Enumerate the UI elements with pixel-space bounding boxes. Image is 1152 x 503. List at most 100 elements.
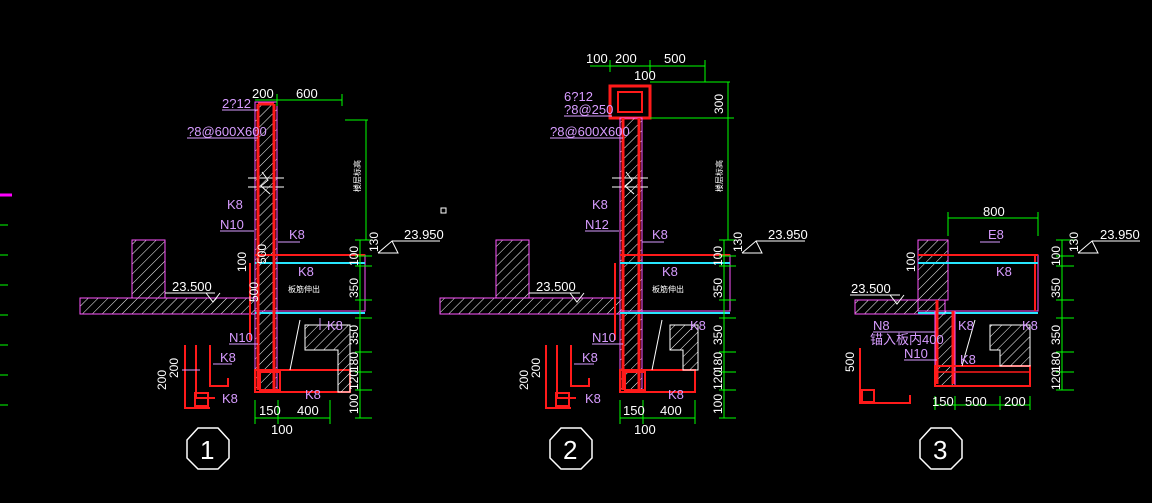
- detail-2: 100 200 500 100 300 楼层标高 130 100 350 350…: [439, 51, 808, 470]
- parapet-block: [917, 239, 949, 301]
- ground-strip: [439, 297, 621, 315]
- dim-bot-100: 100: [634, 422, 656, 437]
- dim-100a: 100: [347, 246, 361, 266]
- label-n10-b: N10: [229, 330, 253, 345]
- label-bar-stirrup: ?8@600X600: [187, 124, 267, 139]
- dim-bot-100: 100: [271, 422, 293, 437]
- hook-detail: K8 K8 200 200: [517, 345, 601, 409]
- label-k8-c: K8: [1022, 318, 1038, 333]
- dim-bot-400: 400: [297, 403, 319, 418]
- label-n8: N8: [873, 318, 890, 333]
- label-k8-a: K8: [227, 197, 243, 212]
- ground-strip: [854, 299, 946, 315]
- left-edge-ticks: [0, 193, 12, 406]
- dim-left-500a: 500: [255, 244, 269, 264]
- label-k8-hook: K8: [582, 350, 598, 365]
- label-bar-tie: ?8@250: [564, 102, 613, 117]
- detail-number: 2: [563, 435, 577, 465]
- note-column-height: 楼层标高: [352, 160, 362, 192]
- dim-hook-200a: 200: [517, 370, 531, 390]
- dim-500: 500: [664, 51, 686, 66]
- dim-100: 100: [586, 51, 608, 66]
- detail-number-badge: [919, 427, 963, 470]
- dim-130: 130: [731, 232, 745, 252]
- dim-100a: 100: [711, 246, 725, 266]
- dim-600: 600: [296, 86, 318, 101]
- dim-200: 200: [252, 86, 274, 101]
- dim-100b: 100: [347, 394, 361, 414]
- detail-number: 3: [933, 435, 947, 465]
- elevation-top: 23.950: [768, 227, 808, 242]
- dim-100-b: 100: [634, 68, 656, 83]
- dim-180: 180: [347, 352, 361, 372]
- detail-3: 800 130 100 350 350 180 120 100 23.950 2…: [843, 204, 1140, 470]
- dim-left-100: 100: [235, 252, 249, 272]
- elevation-low: 23.500: [851, 281, 891, 296]
- dim-100b: 100: [711, 394, 725, 414]
- dim-350a: 350: [711, 278, 725, 298]
- label-anchor-note: 锚入板内400: [870, 332, 944, 347]
- dim-100a: 100: [1049, 246, 1063, 266]
- footing-beam: [934, 365, 1031, 387]
- parapet-block: [131, 239, 166, 299]
- hook-detail: K8 K8 200 200: [155, 345, 238, 409]
- dim-180: 180: [1049, 352, 1063, 372]
- label-k8-d: K8: [690, 318, 706, 333]
- haunch: [669, 324, 699, 371]
- label-k8-a: K8: [996, 264, 1012, 279]
- haunch: [989, 324, 1031, 367]
- hook-detail: 500: [843, 348, 911, 404]
- label-bar-stirrup: ?8@600X600: [550, 124, 630, 139]
- label-k8-e: K8: [305, 387, 321, 402]
- footing-beam: [619, 369, 696, 393]
- label-n10: N10: [904, 346, 928, 361]
- dim-hook-200a: 200: [155, 370, 169, 390]
- slab-note: 板筋伸出: [652, 284, 684, 294]
- dim-bot-150: 150: [623, 403, 645, 418]
- dim-350b: 350: [1049, 325, 1063, 345]
- label-bar-main: 6?12: [564, 89, 593, 104]
- dim-120: 120: [347, 370, 361, 390]
- dim-left-500b: 500: [247, 282, 261, 302]
- dim-120: 120: [711, 370, 725, 390]
- elevation-low: 23.500: [172, 279, 212, 294]
- label-k8-d: K8: [327, 318, 343, 333]
- top-cap-box: [608, 84, 652, 120]
- svg-text:K8: K8: [960, 352, 976, 367]
- dim-350b: 350: [711, 325, 725, 345]
- parapet-block: [495, 239, 530, 299]
- dim-130: 130: [1067, 232, 1081, 252]
- svg-text:K8: K8: [585, 391, 601, 406]
- dim-350a: 350: [347, 278, 361, 298]
- label-e8: E8: [988, 227, 1004, 242]
- note-column-height: 楼层标高: [714, 160, 724, 192]
- dim-350a: 350: [1049, 278, 1063, 298]
- dim-hook-200b: 200: [167, 358, 181, 378]
- dim-120: 120: [1049, 370, 1063, 390]
- label-n10-a: N10: [220, 217, 244, 232]
- detail-number-badge: [549, 427, 593, 470]
- label-k8-c: K8: [662, 264, 678, 279]
- detail-1: 200 600 楼层标高 130 100 350 350 180 120 100…: [79, 86, 444, 470]
- dim-200: 200: [615, 51, 637, 66]
- svg-text:K8: K8: [222, 391, 238, 406]
- label-k8-a: K8: [592, 197, 608, 212]
- dim-180: 180: [711, 352, 725, 372]
- label-k8-b: K8: [652, 227, 668, 242]
- dim-bot-500: 500: [965, 394, 987, 409]
- dim-bot-400: 400: [660, 403, 682, 418]
- label-k8-b: K8: [289, 227, 305, 242]
- detail-number-badge: [186, 427, 230, 470]
- label-bar-main: 2?12: [222, 96, 251, 111]
- elevation-top: 23.950: [1100, 227, 1140, 242]
- dim-bot-150: 150: [932, 394, 954, 409]
- label-n12: N12: [585, 217, 609, 232]
- elevation-low: 23.500: [536, 279, 576, 294]
- detail-number: 1: [200, 435, 214, 465]
- label-n10: N10: [592, 330, 616, 345]
- dim-hook-500: 500: [843, 352, 857, 372]
- label-k8-b: K8: [958, 318, 974, 333]
- ground-strip: [79, 297, 256, 315]
- dim-130: 130: [367, 232, 381, 252]
